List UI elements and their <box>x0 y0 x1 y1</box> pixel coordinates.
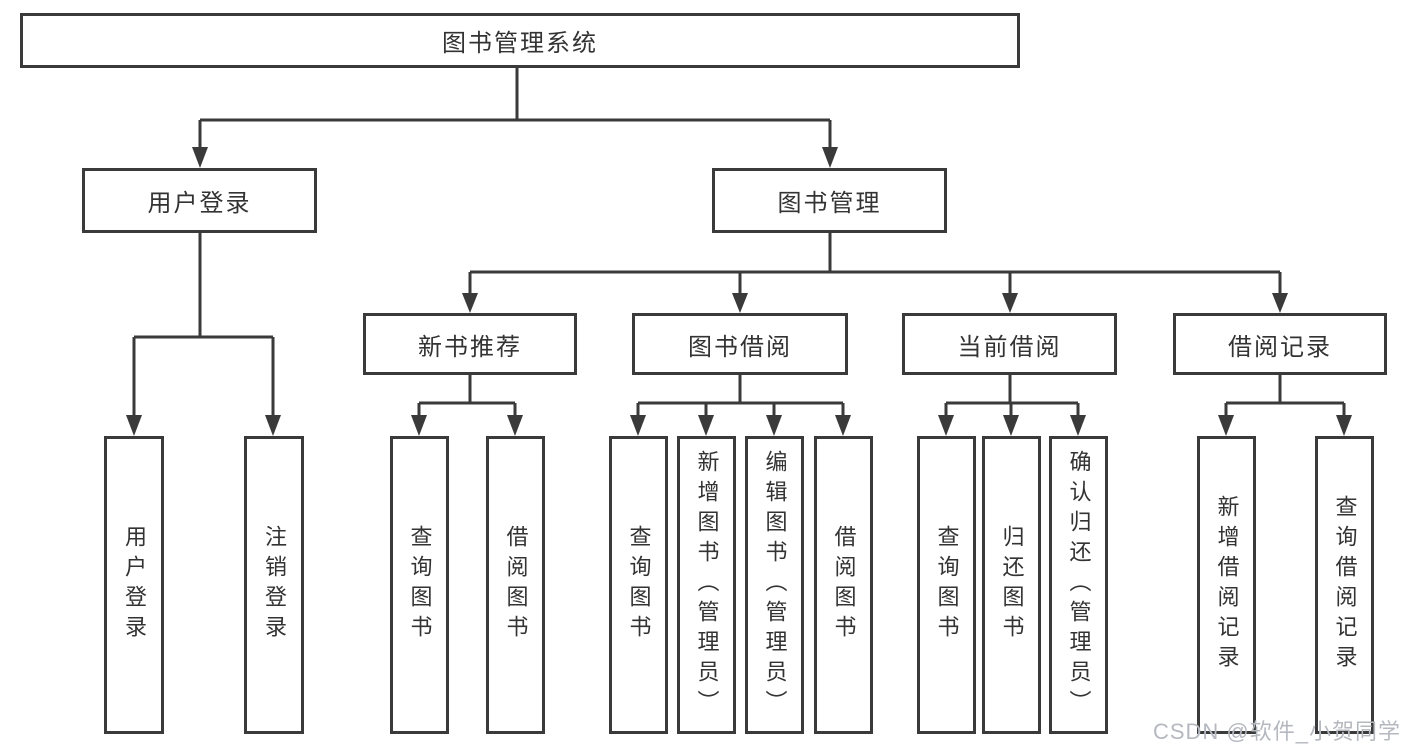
leaf-logout: 注销登录 <box>244 436 304 734</box>
leaf-add-books-admin: 新增图书（管理员） <box>677 436 736 734</box>
leaf-borrow-books-label: 借阅图书 <box>831 525 857 645</box>
leaf-query-books-current: 查询图书 <box>917 436 976 734</box>
arrowheads <box>126 147 1352 436</box>
leaf-query-books-borrow-label: 查询图书 <box>626 525 652 645</box>
connector-root <box>198 68 832 150</box>
leaf-borrow-books: 借阅图书 <box>814 436 873 734</box>
node-book-borrow: 图书借阅 <box>632 313 848 375</box>
leaf-confirm-return-admin-label: 确认归还（管理员） <box>1066 450 1092 720</box>
connector-book-borrow <box>636 375 845 418</box>
leaf-query-borrow-record-label: 查询借阅记录 <box>1332 495 1358 675</box>
leaf-query-books-borrow: 查询图书 <box>609 436 668 734</box>
node-book-management: 图书管理 <box>712 168 947 233</box>
node-book-borrow-label: 图书借阅 <box>688 333 792 361</box>
leaf-query-books-recommend-label: 查询图书 <box>407 525 433 645</box>
watermark: CSDN @软件_小贺同学 <box>1152 719 1401 744</box>
node-current-borrow: 当前借阅 <box>902 313 1117 375</box>
node-current-borrow-label: 当前借阅 <box>957 333 1062 361</box>
leaf-edit-books-admin: 编辑图书（管理员） <box>745 436 804 734</box>
leaf-return-books-label: 归还图书 <box>999 525 1025 645</box>
leaf-logout-label: 注销登录 <box>262 525 287 645</box>
leaf-add-borrow-record-label: 新增借阅记录 <box>1214 495 1240 675</box>
leaf-query-books-current-label: 查询图书 <box>934 525 960 645</box>
node-new-book-recommend: 新书推荐 <box>363 313 577 375</box>
node-root-label: 图书管理系统 <box>442 30 598 57</box>
node-user-login-label: 用户登录 <box>147 190 252 217</box>
connector-new-book-recommend <box>417 375 517 418</box>
leaf-borrow-books-recommend: 借阅图书 <box>486 436 545 734</box>
node-borrow-records: 借阅记录 <box>1173 313 1387 375</box>
node-book-management-label: 图书管理 <box>777 190 882 217</box>
leaf-user-login-label: 用户登录 <box>122 525 147 645</box>
connector-user-login <box>132 233 275 418</box>
leaf-confirm-return-admin: 确认归还（管理员） <box>1049 436 1108 734</box>
leaf-borrow-books-recommend-label: 借阅图书 <box>503 525 529 645</box>
leaf-query-books-recommend: 查询图书 <box>390 436 449 734</box>
connector-current-borrow <box>944 375 1080 418</box>
leaf-add-books-admin-label: 新增图书（管理员） <box>694 450 720 720</box>
connector-book-management <box>468 233 1282 295</box>
leaf-edit-books-admin-label: 编辑图书（管理员） <box>762 450 788 720</box>
connector-borrow-records <box>1224 375 1346 418</box>
node-new-book-recommend-label: 新书推荐 <box>418 333 522 361</box>
leaf-return-books: 归还图书 <box>982 436 1041 734</box>
node-root: 图书管理系统 <box>20 13 1020 68</box>
node-borrow-records-label: 借阅记录 <box>1228 333 1332 361</box>
leaf-query-borrow-record: 查询借阅记录 <box>1315 436 1374 734</box>
node-user-login: 用户登录 <box>82 168 317 233</box>
leaf-add-borrow-record: 新增借阅记录 <box>1197 436 1256 734</box>
leaf-user-login: 用户登录 <box>104 436 164 734</box>
